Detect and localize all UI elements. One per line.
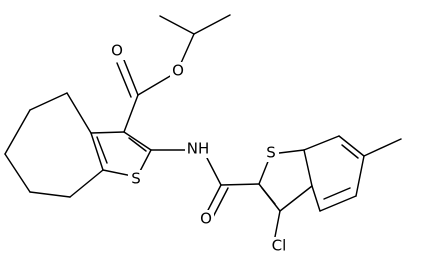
- bond-thiophene-c3a-c3: [90, 131, 125, 134]
- bond-benzothiophene-c7a-c3a: [303, 149, 313, 187]
- bond-ester-c-thiophene-c3: [123, 94, 139, 133]
- bond-cycloheptane-4: [4, 153, 31, 193]
- bond-thiophene-c3-c2-inner: [128, 137, 147, 152]
- bond-aryl-methyl: [363, 138, 402, 157]
- atom-label-thiophene-s: S: [131, 170, 141, 188]
- atom-label-bg-amide-carbonyl-o: [198, 210, 214, 228]
- atom-label-amide-nh: NH: [187, 140, 210, 158]
- atom-label-bg-thiophene-s: [128, 170, 144, 188]
- bond-benzene-2: [338, 135, 365, 157]
- atom-label-bg-amide-nh: [185, 140, 212, 158]
- bond-isopropyl-methyl-left: [159, 15, 195, 35]
- bond-ester-c-carbonyl-o-2: [116, 62, 132, 98]
- bond-cycloheptane-5: [29, 191, 71, 198]
- bond-ester-c-carbonyl-o-1: [123, 59, 139, 96]
- bond-isopropyl-methyl-right: [193, 14, 231, 35]
- bond-amide-c-o-2: [212, 187, 229, 218]
- atom-label-bg-benzothiophene-s: [263, 144, 279, 162]
- bond-cycloheptane-6: [69, 169, 104, 198]
- atom-label-ester-alkoxy-o: O: [172, 62, 184, 80]
- bond-benzene-4-inner: [323, 187, 351, 200]
- bond-amide-c-o-1: [205, 184, 222, 215]
- bond-benzene-5: [311, 185, 321, 212]
- bond-thiophene-c7a-c3a: [90, 132, 104, 171]
- atom-label-benzothiophene-s: S: [266, 144, 276, 162]
- atom-label-bg-ester-carbonyl-o: [109, 42, 125, 60]
- bond-cycloheptane-2: [29, 92, 68, 111]
- atom-label-bg-chloro: [267, 237, 291, 255]
- atom-label-amide-carbonyl-o: O: [200, 210, 212, 228]
- bond-benzothiophene-c3-cl: [273, 210, 281, 243]
- atom-label-ester-carbonyl-o: O: [111, 42, 123, 60]
- bond-thiophene-c3-c2: [123, 131, 152, 151]
- bond-benzene-1: [303, 135, 340, 151]
- bond-benzothiophene-c3-c2-inner: [261, 187, 276, 205]
- atom-label-chloro: Cl: [272, 237, 287, 255]
- atom-label-bg-ester-alkoxy-o: [170, 62, 186, 80]
- bond-cycloheptane-1: [66, 92, 92, 134]
- bond-benzene-2-inner: [341, 144, 359, 159]
- bond-benzothiophene-c3a-c3: [279, 185, 313, 212]
- bond-cycloheptane-3: [4, 109, 31, 155]
- bond-thiophene-c7a-c3a-inner: [96, 136, 108, 164]
- bond-benzene-4: [319, 195, 357, 212]
- bond-benzene-3: [355, 155, 365, 197]
- bond-nh-amide-c: [206, 157, 222, 186]
- bond-amide-c-benzothiophene-c2: [220, 183, 260, 186]
